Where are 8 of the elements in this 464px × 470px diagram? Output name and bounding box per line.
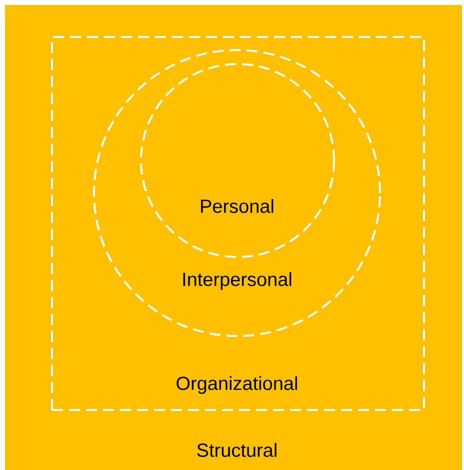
layer-label: Structural — [197, 443, 276, 457]
layer-label: Organizational — [176, 376, 297, 394]
layer-label: Interpersonal — [183, 272, 292, 290]
dashed-circle — [93, 49, 381, 337]
layer-label: Personal — [201, 199, 274, 213]
dashed-circle — [140, 63, 335, 258]
background-panel — [5, 5, 462, 470]
dashed-square — [51, 36, 425, 411]
